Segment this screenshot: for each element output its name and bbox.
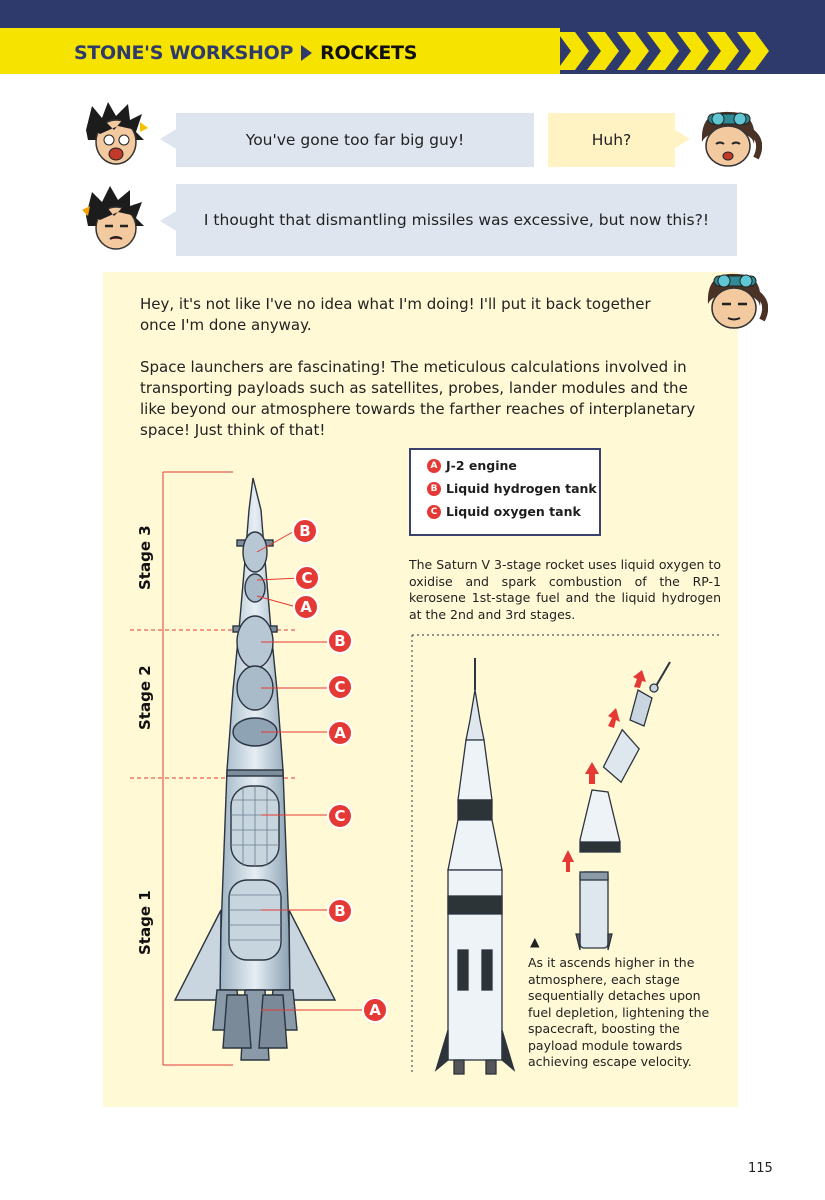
callout-badge-a: A	[362, 997, 388, 1023]
bubble-tail-icon	[160, 128, 178, 150]
legend-label-b: Liquid hydrogen tank	[446, 481, 597, 496]
body-paragraph-1: Hey, it's not like I've no idea what I'm…	[140, 294, 690, 336]
callout-badge-b: B	[327, 628, 353, 654]
callout-badge-c: C	[327, 674, 353, 700]
breadcrumb-section: STONE'S WORKSHOP	[74, 42, 293, 64]
caption-marker-icon: ▲	[530, 934, 542, 951]
callout-badge-c: C	[327, 803, 353, 829]
callout-badge-a: A	[293, 594, 319, 620]
header-top-bar	[0, 0, 825, 28]
caption-bottom: As it ascends higher in the atmosphere, …	[528, 955, 724, 1071]
legend-key-a: A	[427, 459, 441, 473]
boy-shouting-avatar-icon	[78, 100, 148, 170]
legend-item-b: B Liquid hydrogen tank	[427, 481, 599, 496]
legend-label-a: J-2 engine	[446, 458, 517, 473]
saturn-v-cutaway-illustration	[165, 470, 425, 1080]
bubble-tail-icon	[160, 210, 178, 232]
boy-worried-avatar-icon	[78, 184, 148, 254]
legend-label-c: Liquid oxygen tank	[446, 504, 581, 519]
body-paragraph-2: Space launchers are fascinating! The met…	[140, 357, 700, 441]
callout-badge-b: B	[292, 518, 318, 544]
callout-badge-a: A	[327, 720, 353, 746]
breadcrumb-arrow-icon	[301, 45, 312, 61]
callout-badge-b: B	[327, 898, 353, 924]
dialogue-bubble-1: You've gone too far big guy!	[176, 113, 534, 167]
legend-key-c: C	[427, 505, 441, 519]
legend-item-c: C Liquid oxygen tank	[427, 504, 599, 519]
breadcrumb-topic: ROCKETS	[320, 42, 417, 64]
dialogue-bubble-2: Huh?	[548, 113, 675, 167]
dialogue-bubble-3: I thought that dismantling missiles was …	[176, 184, 737, 256]
legend-box: A J-2 engine B Liquid hydrogen tank C Li…	[409, 448, 601, 536]
legend-item-a: A J-2 engine	[427, 458, 599, 473]
breadcrumb: STONE'S WORKSHOP ROCKETS	[74, 40, 417, 66]
stage-label-1: Stage 1	[136, 875, 156, 955]
dialogue-text-1: You've gone too far big guy!	[246, 131, 464, 149]
man-explaining-avatar-icon	[698, 264, 768, 334]
man-goggles-avatar-icon	[692, 102, 762, 172]
stage-label-2: Stage 2	[136, 650, 156, 730]
dialogue-text-2: Huh?	[592, 131, 632, 149]
callout-badge-c: C	[294, 565, 320, 591]
dialogue-text-3: I thought that dismantling missiles was …	[204, 211, 709, 229]
bubble-tail-icon	[672, 128, 690, 150]
legend-key-b: B	[427, 482, 441, 496]
page-number: 115	[748, 1161, 773, 1176]
chevron-stripes	[505, 28, 825, 74]
stage-label-3: Stage 3	[136, 510, 156, 590]
caption-top: The Saturn V 3-stage rocket uses liquid …	[409, 557, 721, 623]
